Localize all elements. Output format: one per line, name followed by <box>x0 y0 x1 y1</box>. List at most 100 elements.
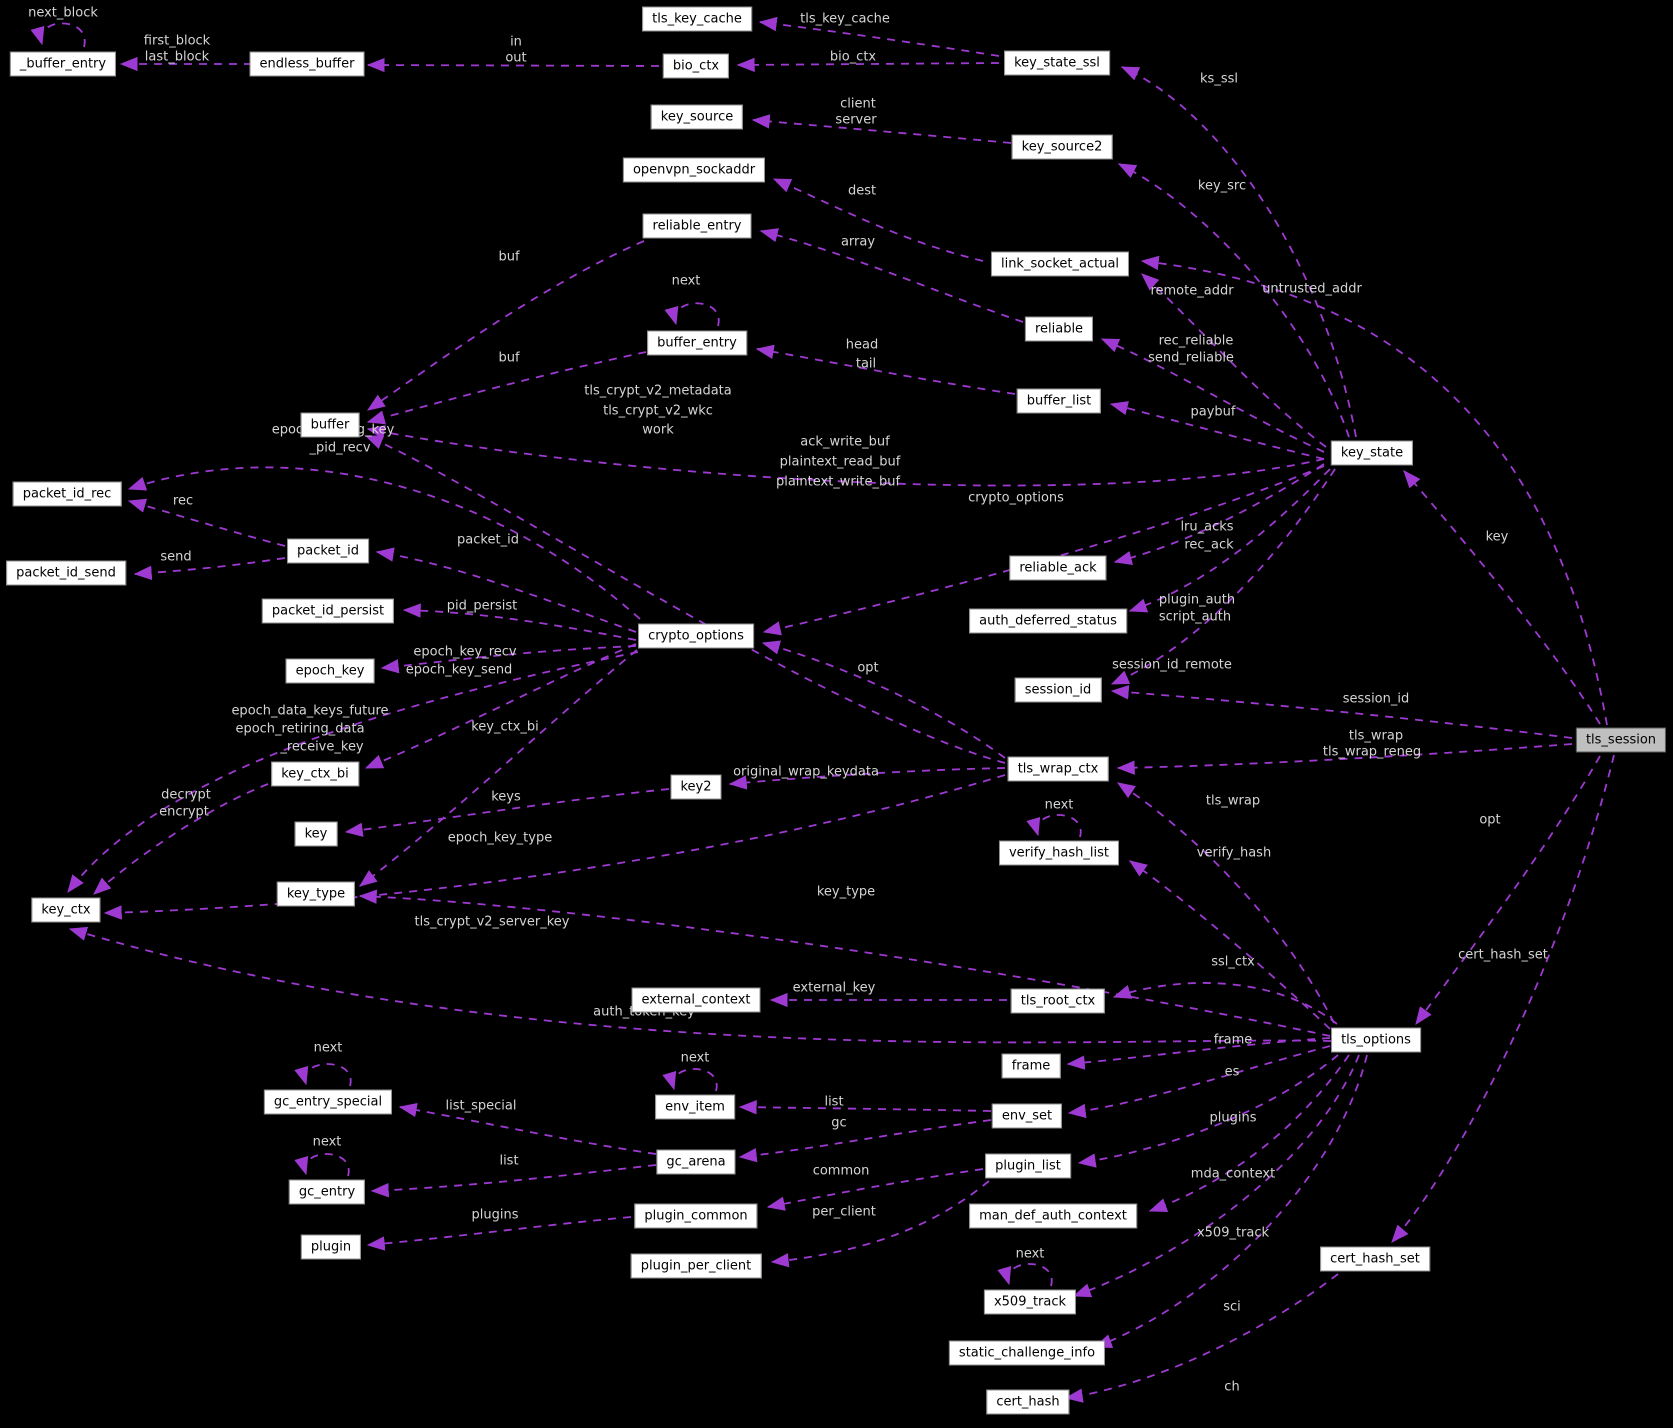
node-gc_entry_special[interactable]: gc_entry_special <box>263 1089 393 1115</box>
edge-label-dest: dest <box>847 183 877 199</box>
edge-label-plaintext_write_buf: plaintext_write_buf <box>775 474 901 490</box>
edge-tls_options-to-x509_track <box>1072 1054 1360 1298</box>
node-verify_hash_list[interactable]: verify_hash_list <box>998 840 1120 866</box>
edge-label-session_id: session_id <box>1342 691 1410 707</box>
edge-label-client: client <box>840 96 876 112</box>
edge-label-epoch_retiring_data: epoch_retiring_data <box>235 721 365 737</box>
node-buffer[interactable]: buffer <box>300 412 360 438</box>
node-buffer_entry[interactable]: buffer_entry <box>647 330 747 356</box>
node-external_context[interactable]: external_context <box>631 987 761 1013</box>
node-packet_id_send[interactable]: packet_id_send <box>6 560 126 586</box>
node-x509_track[interactable]: x509_track <box>983 1289 1077 1315</box>
node-key_state_ssl[interactable]: key_state_ssl <box>1004 50 1110 76</box>
edge-label-common: common <box>812 1163 870 1179</box>
node-key2[interactable]: key2 <box>670 774 722 800</box>
node-plugin_per_client[interactable]: plugin_per_client <box>630 1253 762 1279</box>
edge-label-es: es <box>1224 1064 1240 1080</box>
edge-label-send_reliable: send_reliable <box>1148 350 1234 366</box>
node-env_set[interactable]: env_set <box>991 1103 1063 1129</box>
node-env_item[interactable]: env_item <box>655 1094 735 1120</box>
edge-gc_arena-to-gc_entry <box>370 1164 657 1198</box>
edge-label-tls_crypt_v2_wkc: tls_crypt_v2_wkc <box>603 403 713 419</box>
node-epoch_key[interactable]: epoch_key <box>285 658 375 684</box>
node-session_id[interactable]: session_id <box>1014 677 1102 703</box>
node-tls_session: tls_session <box>1575 727 1667 753</box>
node-buffer_list[interactable]: buffer_list <box>1016 388 1102 414</box>
edge-tls_session-to-tls_wrap_ctx <box>1116 743 1573 775</box>
node-tls_root_ctx[interactable]: tls_root_ctx <box>1010 988 1106 1014</box>
edge-label-lru_acks: lru_acks <box>1180 519 1234 535</box>
node-key_ctx_bi[interactable]: key_ctx_bi <box>271 761 359 787</box>
node-cert_hash[interactable]: cert_hash <box>986 1389 1070 1415</box>
edge-label-next_block: next_block <box>28 5 98 21</box>
edge-label-opt: opt <box>857 660 879 676</box>
node-bio_ctx[interactable]: bio_ctx <box>662 53 730 79</box>
node-gc_arena[interactable]: gc_arena <box>656 1149 736 1175</box>
edge-label-out: out <box>505 50 527 66</box>
edge-label-next: next <box>313 1040 343 1056</box>
edge-label-rec_ack: rec_ack <box>1184 537 1234 553</box>
edge-label-epoch_key_type: epoch_key_type <box>447 830 553 846</box>
edge-label-per_client: per_client <box>812 1204 876 1220</box>
edge-tls_options-to-key_type <box>358 889 1331 1037</box>
edge-buffer_entry-to-buffer <box>366 351 647 425</box>
node-reliable_entry[interactable]: reliable_entry <box>642 213 752 239</box>
edge-tls_session-to-tls_options <box>1415 755 1601 1026</box>
node-key_ctx[interactable]: key_ctx <box>31 897 101 923</box>
edge-label-list: list <box>499 1153 519 1169</box>
node-key_type[interactable]: key_type <box>276 881 356 907</box>
edge-key_state-to-reliable_ack <box>1113 463 1325 565</box>
edge-label-_receive_key: _receive_key <box>280 739 364 755</box>
node-packet_id_persist[interactable]: packet_id_persist <box>261 598 395 624</box>
edge-label-remote_addr: remote_addr <box>1150 283 1234 299</box>
node-static_challenge_info[interactable]: static_challenge_info <box>948 1340 1106 1366</box>
node-reliable_ack[interactable]: reliable_ack <box>1009 555 1107 581</box>
edge-key_state_ssl-to-tls_key_cache <box>758 16 1000 57</box>
node-endless_buffer[interactable]: endless_buffer <box>249 51 365 77</box>
node-gc_entry[interactable]: gc_entry <box>288 1179 366 1205</box>
node-key[interactable]: key <box>294 821 338 847</box>
node-man_def_auth_context[interactable]: man_def_auth_context <box>969 1203 1137 1229</box>
node-tls_options[interactable]: tls_options <box>1331 1027 1421 1053</box>
edge-gc_arena-to-gc_entry_special <box>398 1102 657 1155</box>
node-auth_deferred_status[interactable]: auth_deferred_status <box>969 608 1127 634</box>
edge-key_source2-to-key_source <box>751 114 1012 144</box>
edge-crypto_options-to-packet_id <box>375 547 637 633</box>
node-plugin_common[interactable]: plugin_common <box>634 1203 758 1229</box>
node-link_socket_actual[interactable]: link_socket_actual <box>990 251 1130 277</box>
edge-buffer_entry-to-buffer_entry <box>664 302 720 327</box>
node-openvpn_sockaddr[interactable]: openvpn_sockaddr <box>622 157 766 183</box>
node-key_state[interactable]: key_state <box>1330 440 1414 466</box>
node-cert_hash_set[interactable]: cert_hash_set <box>1320 1246 1430 1272</box>
edge-label-sci: sci <box>1223 1299 1241 1315</box>
edge-label-array: array <box>840 234 876 250</box>
edge-x509_track-to-x509_track <box>997 1263 1053 1287</box>
edge-label-in: in <box>510 34 522 50</box>
node-plugin[interactable]: plugin <box>300 1234 362 1260</box>
node-reliable[interactable]: reliable <box>1024 316 1094 342</box>
edge-label-tail: tail <box>855 356 877 372</box>
edge-label-pid_persist: pid_persist <box>446 598 518 614</box>
node-crypto_options[interactable]: crypto_options <box>638 623 754 649</box>
node-frame[interactable]: frame <box>1001 1053 1061 1079</box>
node-plugin_list[interactable]: plugin_list <box>985 1153 1071 1179</box>
edge-label-epoch_key_recv: epoch_key_recv <box>413 644 517 660</box>
edge-tls_options-to-man_def_auth_context <box>1148 1054 1350 1212</box>
edge-plugin_list-to-plugin_per_client <box>770 1180 990 1268</box>
edge-reliable-to-reliable_entry <box>759 228 1024 323</box>
edge-gc_entry-to-gc_entry <box>294 1153 350 1177</box>
edge-label-tls_wrap_reneg: tls_wrap_reneg <box>1322 744 1422 760</box>
node-packet_id[interactable]: packet_id <box>287 538 369 564</box>
node-tls_wrap_ctx[interactable]: tls_wrap_ctx <box>1007 756 1109 782</box>
node-tls_key_cache[interactable]: tls_key_cache <box>642 6 752 32</box>
node-packet_id_rec[interactable]: packet_id_rec <box>12 481 122 507</box>
node-key_source2[interactable]: key_source2 <box>1011 134 1113 160</box>
node-_buffer_entry[interactable]: _buffer_entry <box>9 51 117 77</box>
edge-plugin_common-to-plugin <box>366 1216 632 1251</box>
edge-label-encrypt: encrypt <box>159 804 209 820</box>
edge-label-bio_ctx: bio_ctx <box>829 49 877 65</box>
node-key_source[interactable]: key_source <box>650 104 744 130</box>
edge-packet_id-to-packet_id_rec <box>127 498 286 547</box>
edge-label-script_auth: script_auth <box>1158 609 1232 625</box>
